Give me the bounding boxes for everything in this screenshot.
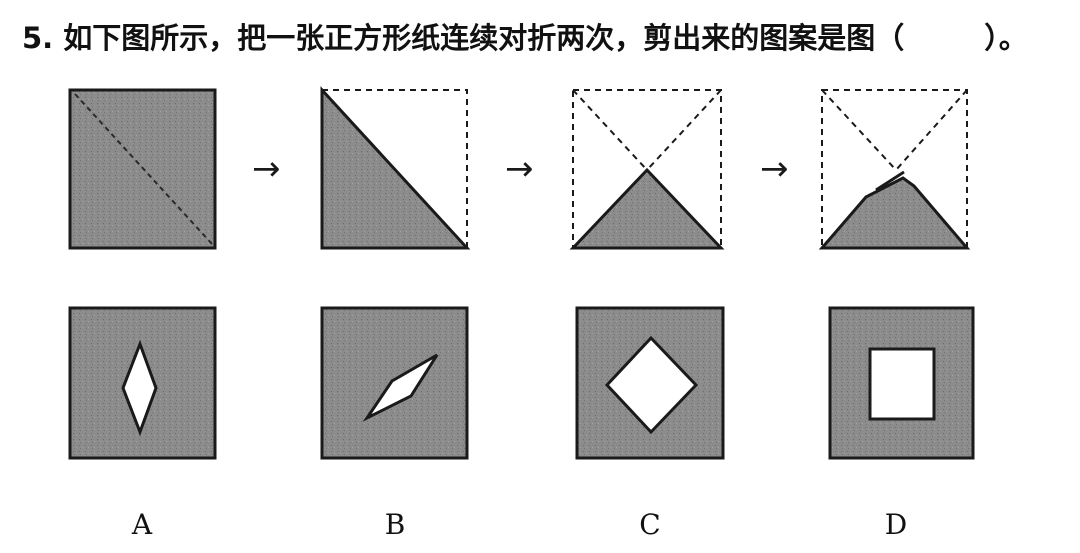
option-c-label[interactable]: C [639,508,661,541]
question-number: 5. [22,21,54,55]
arrow-icon: → [252,149,281,189]
option-d-figure[interactable] [828,306,975,460]
question-closing: ）。 [984,21,1028,55]
option-b-label[interactable]: B [384,508,406,541]
option-a-figure[interactable] [68,306,217,460]
question-stem: 5. 如下图所示，把一张正方形纸连续对折两次，剪出来的图案是图（ ）。 [22,14,1062,62]
option-d-label[interactable]: D [884,508,908,541]
arrow-icon: → [505,149,534,189]
step-4-cut-triangle [818,89,971,250]
option-a-label[interactable]: A [131,508,153,541]
option-c-figure[interactable] [575,306,725,460]
question-text: 如下图所示，把一张正方形纸连续对折两次，剪出来的图案是图（ [63,21,905,55]
step-3-folded-twice [569,89,725,250]
arrow-icon: → [760,149,789,189]
step-2-folded-once [320,86,471,250]
step-1-full-square [68,88,217,250]
option-b-figure[interactable] [320,306,469,460]
